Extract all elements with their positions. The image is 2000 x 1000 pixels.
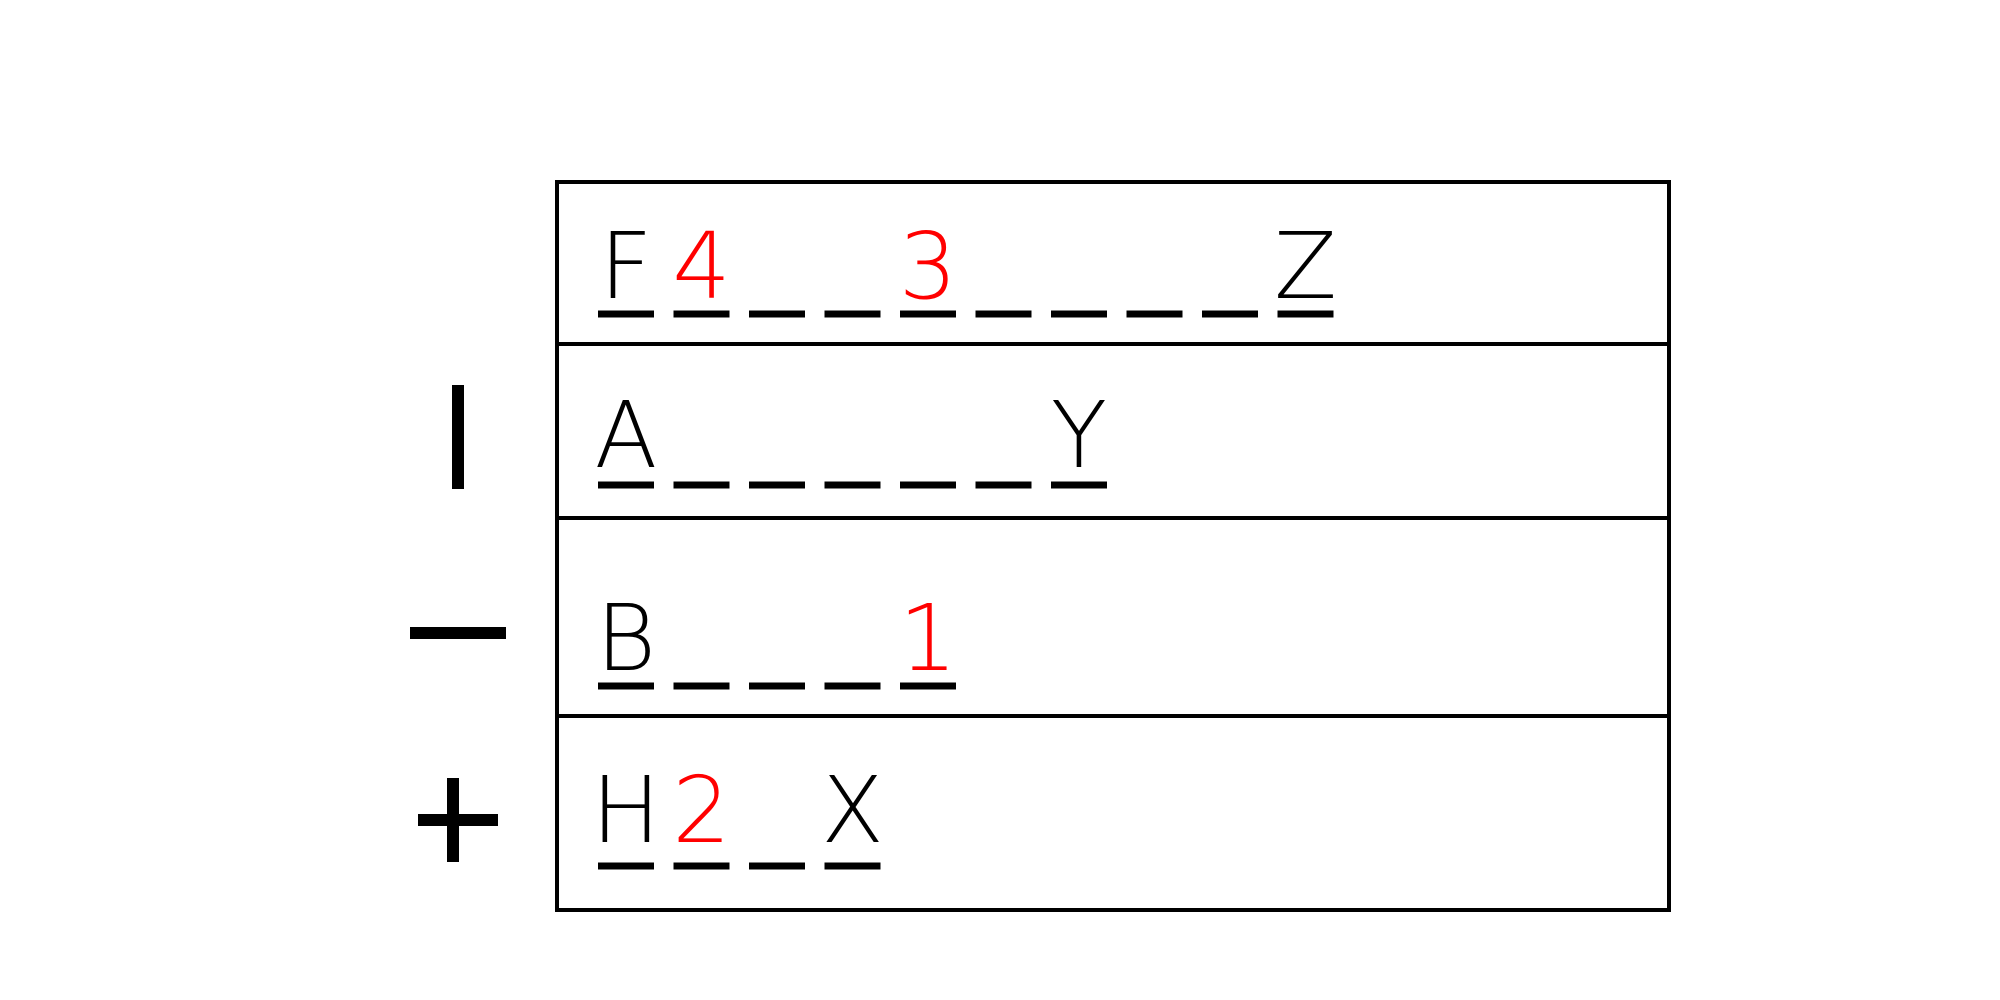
clue-letter: A xyxy=(595,382,658,489)
clue-letter: Y xyxy=(1051,382,1107,489)
clue-letter: H xyxy=(591,757,660,864)
clue-letter: X xyxy=(821,757,884,864)
clue-letter: Z xyxy=(1274,213,1337,320)
clue-number: 2 xyxy=(672,757,731,864)
clue-number: 3 xyxy=(899,213,958,320)
side-symbol-plus xyxy=(418,778,498,862)
clue-letter: B xyxy=(596,585,656,692)
side-symbols xyxy=(410,385,506,862)
clue-number: 4 xyxy=(672,213,731,320)
puzzle-frame xyxy=(555,180,1671,912)
clue-number: 1 xyxy=(899,585,958,692)
clue-letter: F xyxy=(600,213,653,320)
